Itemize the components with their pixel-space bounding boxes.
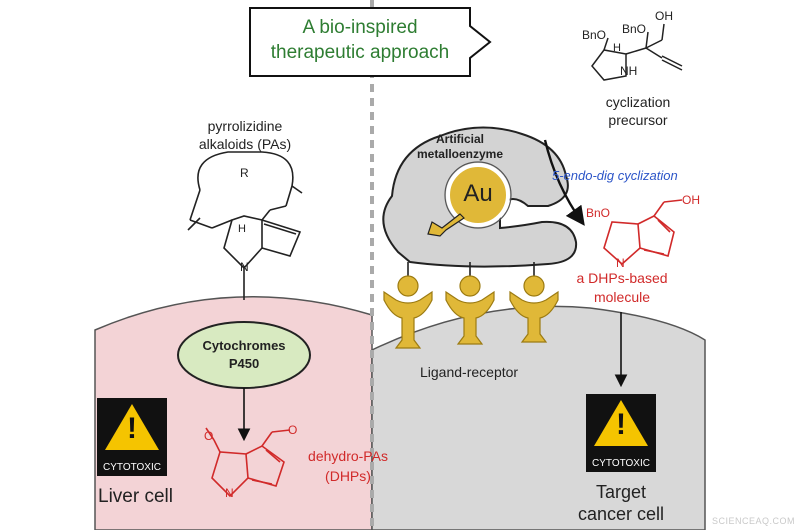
cancer-cell-label-line-2: cancer cell <box>577 504 665 524</box>
cytochrome-label-line-2: P450 <box>228 356 260 371</box>
precursor-label-line-1: cyclization <box>605 94 671 110</box>
cytotoxic-warning-right: ! CYTOTOXIC <box>586 394 656 472</box>
gold-circle-outline <box>444 161 512 229</box>
dhp-nitrogen: N <box>225 486 234 500</box>
product-oh: OH <box>682 193 700 207</box>
product-label-line-1: a DHPs-based <box>576 270 668 286</box>
receptor-1 <box>383 262 433 349</box>
pa-label-line-2: alkaloids (PAs) <box>198 136 292 152</box>
pa-structure <box>187 151 303 300</box>
dhp-o-right: O <box>288 423 297 437</box>
exclamation-icon: ! <box>616 408 626 441</box>
title-line-1: A bio-inspired <box>302 17 418 38</box>
pa-hydrogen: H <box>238 223 246 235</box>
precursor-nh: NH <box>620 64 638 78</box>
product-structure <box>603 199 683 266</box>
title-line-2: therapeutic approach <box>270 42 450 63</box>
precursor-oh: OH <box>655 9 673 23</box>
dhp-structure <box>205 427 291 498</box>
warning-text: CYTOTOXIC <box>103 462 161 473</box>
cytochrome-label-line-1: Cytochromes <box>202 338 286 353</box>
liver-cell-label: Liver cell <box>98 486 173 507</box>
cytotoxic-warning-left: ! CYTOTOXIC <box>97 398 167 476</box>
metalloenzyme-label-line-1: Artificial <box>435 132 484 146</box>
product-label-line-2: molecule <box>593 289 651 305</box>
gold-label: Au <box>463 180 493 207</box>
product-n: N <box>616 256 625 270</box>
precursor-bno-2: BnO <box>622 22 647 36</box>
product-bno: BnO <box>586 206 611 220</box>
pa-nitrogen: N <box>240 260 249 274</box>
precursor-label-line-2: precursor <box>608 112 668 128</box>
cancer-cell-label-line-1: Target <box>595 482 647 502</box>
receptor-2 <box>445 262 495 345</box>
precursor-bno-1: BnO <box>582 28 607 42</box>
precursor-structure <box>591 23 683 81</box>
receptor-3 <box>509 262 559 343</box>
gold-circle <box>446 163 510 227</box>
dhp-o-left: O <box>204 429 213 443</box>
warning-triangle-icon <box>105 404 159 450</box>
cytochrome-ellipse <box>177 321 311 389</box>
cyclization-arrow <box>543 139 585 226</box>
warning-text: CYTOTOXIC <box>592 458 650 469</box>
precursor-h: H <box>613 42 621 54</box>
gold-linker <box>427 213 465 237</box>
reaction-label: 5-endo-dig cyclization <box>552 168 678 183</box>
title-arrow-box <box>249 7 492 77</box>
watermark: SCIENCEAQ.COM <box>712 516 796 526</box>
dhp-label-line-1: dehydro-PAs <box>308 448 388 464</box>
pa-label-line-1: pyrrolizidine <box>207 118 283 134</box>
exclamation-icon: ! <box>127 412 137 445</box>
dhp-label-line-2: (DHPs) <box>325 468 371 484</box>
warning-triangle-icon <box>594 400 648 446</box>
metalloenzyme-label-line-2: metalloenzyme <box>416 147 504 161</box>
receptor-label: Ligand-receptor <box>420 364 519 380</box>
pa-r-group: R <box>240 166 249 180</box>
